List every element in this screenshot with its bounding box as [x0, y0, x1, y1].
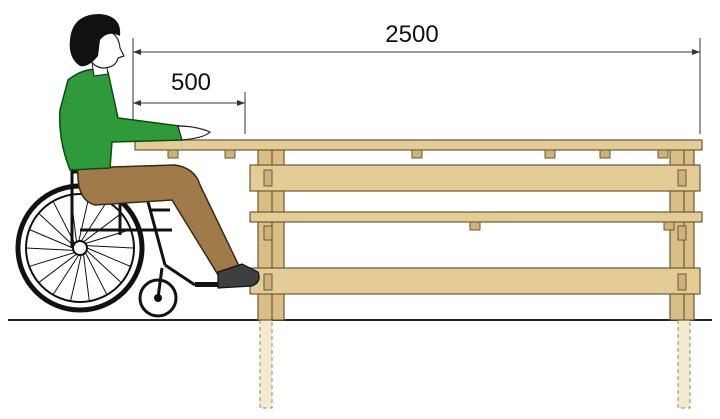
picnic-table — [134, 139, 703, 409]
wheelchair-front-caster — [138, 267, 178, 318]
lower-rail — [249, 267, 701, 295]
upper-rail — [249, 164, 701, 192]
wheel-spoke — [80, 200, 108, 242]
wheel-spoke — [29, 229, 74, 249]
overall-length-label: 2500 — [385, 21, 438, 48]
wheel-spoke — [38, 253, 77, 284]
wheel-spoke — [86, 250, 122, 284]
seated-person — [58, 14, 260, 289]
person-shirt — [58, 68, 183, 171]
wheel-spoke — [86, 245, 135, 249]
dimension-knee-clearance: 500 — [133, 69, 246, 134]
wheel-spoke — [70, 254, 82, 302]
wheel-spoke — [85, 229, 131, 244]
person-shoe — [217, 263, 260, 289]
wheelchair-rear-wheel — [15, 183, 145, 313]
wheel-spoke — [25, 247, 74, 251]
wheel-spoke — [38, 212, 74, 246]
top-cleats — [167, 149, 675, 231]
wheel-spoke — [86, 247, 131, 267]
wheel-spoke — [29, 252, 75, 267]
dimension-overall-length: 2500 — [132, 21, 701, 140]
leg-underground — [259, 319, 691, 409]
wheel-spoke — [83, 212, 122, 243]
wheel-spoke — [84, 252, 108, 296]
table-top — [134, 139, 703, 151]
wheel-spoke — [83, 254, 90, 302]
wheel-spoke — [52, 254, 80, 296]
knee-clearance-label: 500 — [171, 69, 211, 96]
wheelchair-footrest — [195, 282, 223, 287]
wheel-spoke — [78, 194, 90, 242]
person-hair — [69, 14, 121, 67]
middle-board — [249, 211, 703, 223]
leg-blocks — [263, 169, 687, 291]
person-hand — [177, 125, 212, 141]
